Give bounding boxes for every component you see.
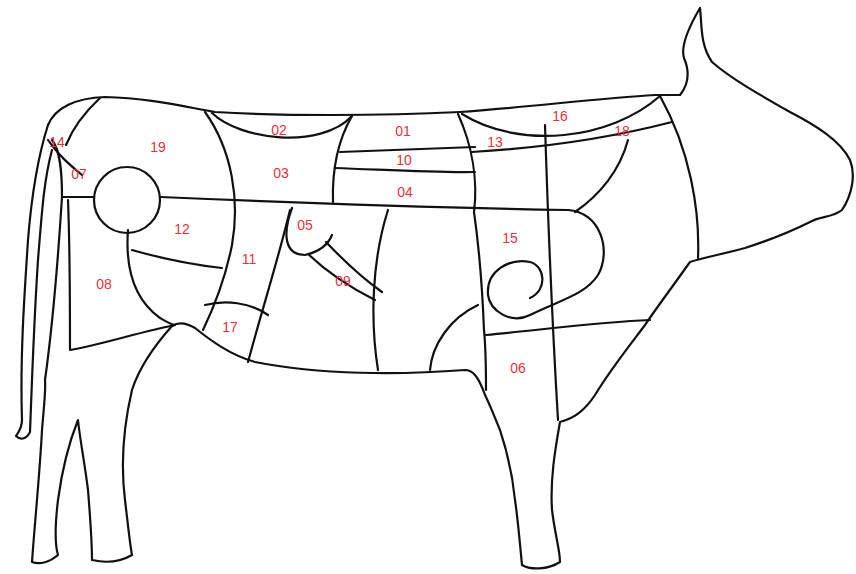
callout-number: 10 [396,153,412,167]
callout-number: 01 [395,124,411,138]
callout-number: 03 [273,166,289,180]
callout-number: 09 [335,274,351,288]
callout-number: 17 [222,320,238,334]
callout-number: 04 [397,185,413,199]
callout-number: 08 [96,277,112,291]
callout-number: 13 [487,135,503,149]
callout-number: 02 [271,123,287,137]
callout-number: 07 [71,167,87,181]
callout-number: 15 [502,231,518,245]
callout-number: 06 [510,361,526,375]
callout-number: 16 [552,109,568,123]
callout-number: 14 [49,135,65,149]
callout-number: 05 [297,218,313,232]
callout-number: 19 [150,140,166,154]
callout-number: 12 [174,222,190,236]
callout-number: 18 [614,124,630,138]
callout-number: 11 [242,252,257,266]
